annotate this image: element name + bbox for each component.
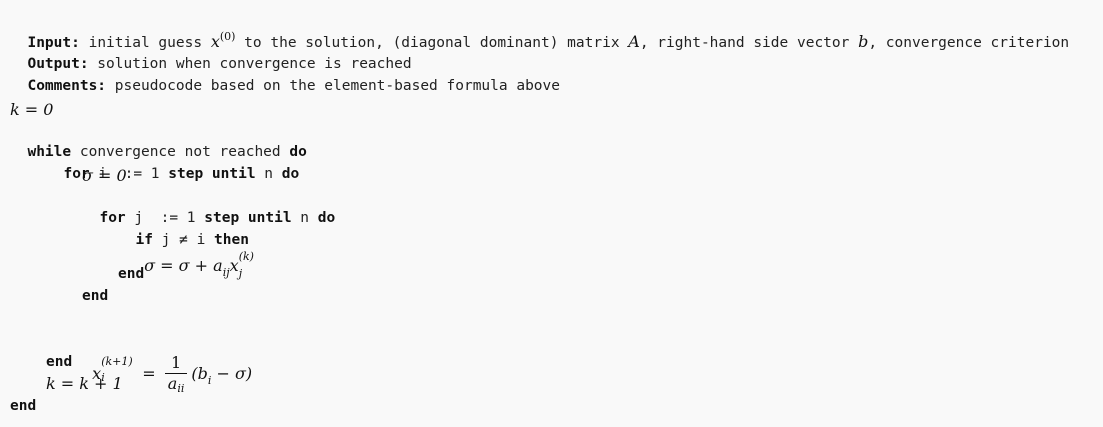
fraction-denominator-a: a <box>167 374 178 393</box>
output-label: Output: <box>27 56 89 72</box>
then-keyword: then <box>214 232 249 248</box>
for-j-line: for j := 1 step until n do <box>82 188 335 226</box>
x-update-rhs-close: − σ) <box>211 364 253 383</box>
x-update-subscript: i <box>101 371 105 384</box>
sigma-update-x-superscript: (k) <box>238 250 254 263</box>
input-text-4: , convergence criterion <box>868 35 1070 51</box>
output-line: Output: solution when convergence is rea… <box>10 34 411 72</box>
k-increment-line: k = k + 1 <box>46 374 123 393</box>
for-j-assignment: j := 1 <box>125 210 205 226</box>
sigma-update-x-scripts: (k) j <box>239 250 257 280</box>
comments-text: pseudocode based on the element-based fo… <box>106 78 560 94</box>
sigma-update-x: x <box>229 256 239 275</box>
fraction-denominator-subscript: ii <box>177 382 185 395</box>
x-update-rhs-open: (b <box>191 364 208 383</box>
x-update-superscript: (k+1) <box>101 355 133 368</box>
k-init-line: k = 0 <box>10 100 54 119</box>
x-update-scripts: (k+1) i <box>101 354 137 390</box>
input-text-1: initial guess <box>79 35 211 51</box>
end-if-line: end <box>118 266 145 282</box>
while-condition: convergence not reached <box>71 144 290 160</box>
sigma-update-lhs: σ = σ + a <box>144 256 223 275</box>
step-until-keyword: step until <box>204 210 292 226</box>
input-line: Input: initial guess x(0) to the solutio… <box>10 12 1069 51</box>
for-i-line: for i := 1 step until n do <box>46 144 299 182</box>
for-i-assignment: i := 1 <box>89 166 169 182</box>
while-keyword: while <box>27 144 72 160</box>
for-keyword: for <box>63 166 90 182</box>
comments-line: Comments: pseudocode based on the elemen… <box>10 56 560 94</box>
do-keyword: do <box>281 166 300 182</box>
if-line: if j ≠ i then <box>118 210 249 248</box>
input-vector-symbol: b <box>858 32 869 51</box>
while-line: while convergence not reached do <box>10 122 306 160</box>
x-update-x: x <box>92 364 102 383</box>
step-until-keyword: step until <box>168 166 256 182</box>
input-x-symbol: x <box>210 32 220 51</box>
sigma-update-x-subscript: j <box>238 267 243 280</box>
fraction-denominator: aii <box>165 374 188 396</box>
if-keyword: if <box>135 232 153 248</box>
input-x-superscript: (0) <box>219 30 236 43</box>
for-j-limit: n <box>291 210 318 226</box>
for-keyword: for <box>99 210 126 226</box>
input-matrix-symbol: A <box>628 32 640 51</box>
comments-label: Comments: <box>27 78 107 94</box>
output-text: solution when convergence is reached <box>88 56 412 72</box>
do-keyword: do <box>289 144 307 160</box>
input-text-3: , right-hand side vector <box>639 35 859 51</box>
sigma-update-line: σ = σ + aijx(k) j <box>134 236 257 280</box>
end-for-i-line: end <box>46 354 73 370</box>
input-label: Input: <box>27 35 80 51</box>
sigma-update-a-subscript: ij <box>222 266 230 279</box>
fraction-numerator: 1 <box>164 354 188 374</box>
if-condition: j ≠ i <box>152 232 215 248</box>
sigma-init-line: σ = 0 <box>82 166 127 185</box>
end-while-line: end <box>10 398 37 414</box>
end-for-j-line: end <box>82 288 109 304</box>
for-i-limit: n <box>255 166 282 182</box>
input-text-2: to the solution, (diagonal dominant) mat… <box>235 35 629 51</box>
x-update-rhs-subscript: i <box>207 374 212 387</box>
do-keyword: do <box>317 210 336 226</box>
x-update-equals: = <box>137 364 161 383</box>
